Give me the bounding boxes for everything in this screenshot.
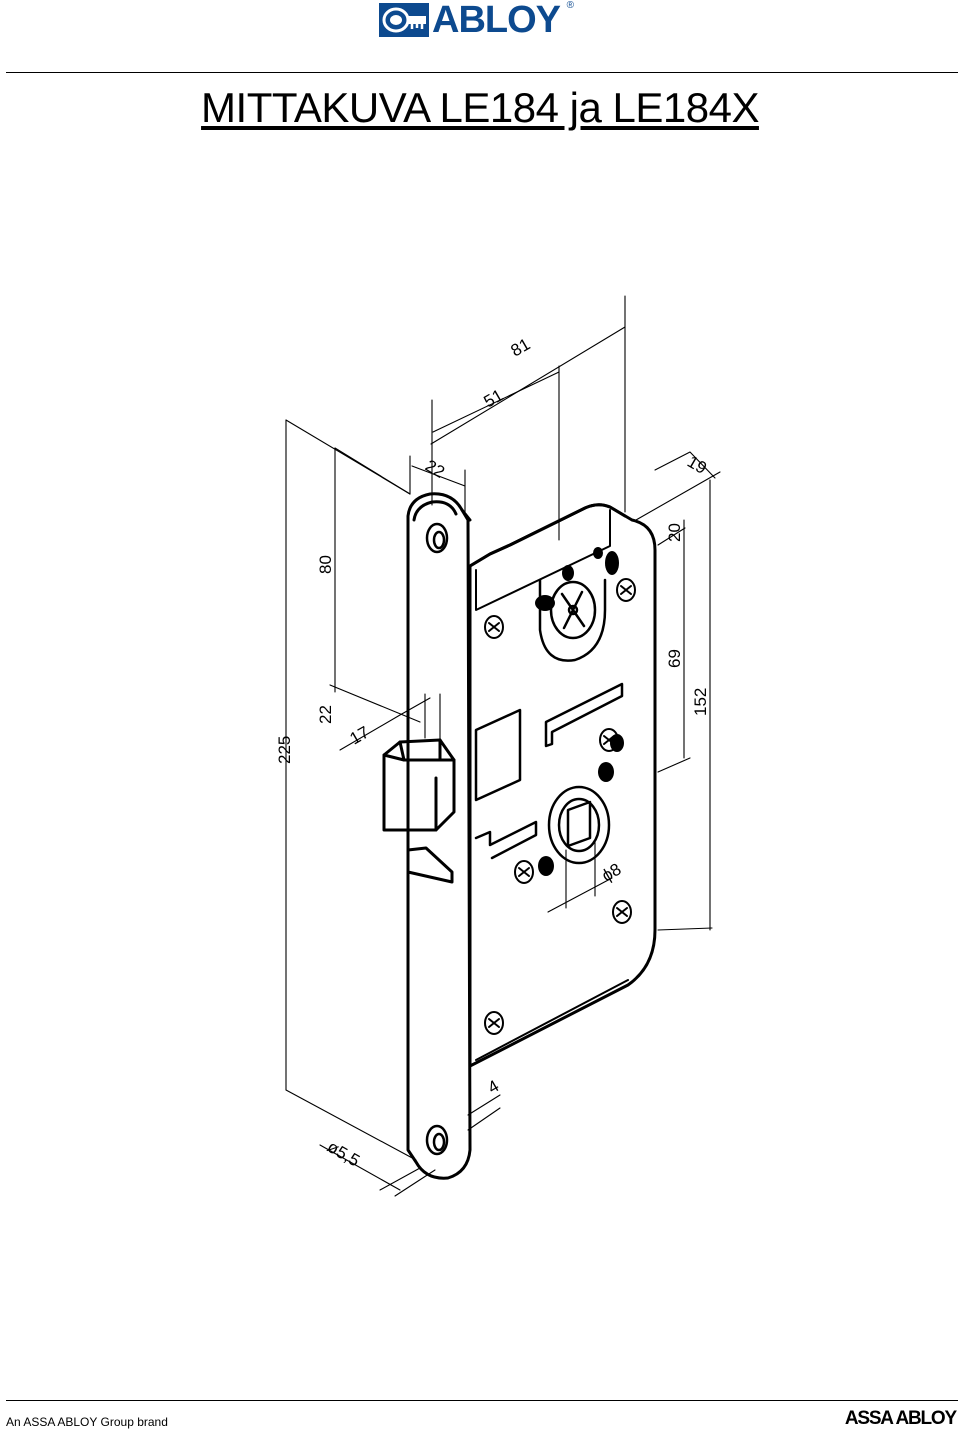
faceplate [406,492,472,1180]
assa-abloy-logo: ASSA ABLOY [844,1408,957,1429]
screw-hole-top [425,522,449,554]
screw [612,900,632,924]
screw [616,578,636,602]
page-title: MITTAKUVA LE184 ja LE184X [201,84,759,131]
cylinder-hole [538,578,607,662]
dead-latch [406,846,454,884]
slot-upper [544,682,624,748]
dim-4: 4 [485,1076,503,1097]
dim-phi8: ϕ8 [599,860,625,886]
footer-brand-note: An ASSA ABLOY Group brand [6,1415,168,1429]
screw [514,860,534,884]
screw [484,615,504,639]
screw [599,728,619,752]
bolt-housing [474,708,538,860]
dim-69: 69 [665,649,684,668]
follower-hub [547,785,611,865]
dim-20: 20 [665,523,684,542]
dim-19: 19 [684,452,710,478]
screw [484,1011,504,1035]
dimension-labels: 81 51 22 19 20 69 152 80 225 22 17 ϕ8 4 … [275,335,710,1171]
dim-152: 152 [691,688,710,716]
footer-divider [6,1400,958,1401]
logo-wordmark: ABLOY [432,0,561,41]
dim-225: 225 [275,736,294,764]
dim-80: 80 [316,555,335,574]
case-depth-edge [475,509,629,1061]
lock-case [468,503,657,1068]
case-screws [484,578,636,1035]
registered-mark: ® [566,0,574,11]
dimension-lines [285,295,721,1197]
cylinder-pins [535,547,624,876]
latch-bolt [382,738,456,832]
abloy-key-emblem-icon [379,3,429,37]
dim-22-side: 22 [316,705,335,724]
abloy-logo: ABLOY ® [378,0,574,41]
lock-drawing: 81 51 22 19 20 69 152 80 225 22 17 ϕ8 4 … [275,295,721,1197]
screw-hole-bottom [425,1124,449,1156]
dim-81: 81 [508,335,534,361]
header-divider [6,72,958,73]
header: ABLOY ® [0,0,960,73]
